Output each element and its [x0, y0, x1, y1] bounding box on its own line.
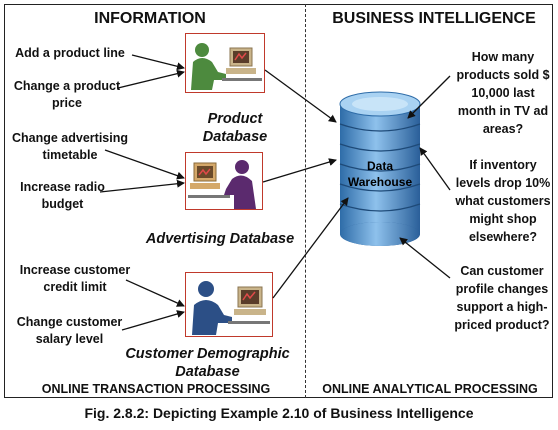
arrow-to-question-profile	[399, 237, 451, 279]
information-header: INFORMATION	[94, 10, 206, 27]
arrow-increase-credit	[125, 279, 185, 307]
diagram-frame	[4, 4, 553, 398]
customer-demographic-database-label: Customer Demographic Database	[125, 346, 290, 380]
advertising-database-picture	[185, 152, 263, 210]
arrow-to-question-inventory	[419, 147, 451, 191]
advertising-database-label: Advertising Database	[145, 231, 295, 247]
action-change-advertising-timetable: Change advertising timetable	[12, 131, 128, 162]
action-increase-radio-budget: Increase radio budget	[20, 180, 105, 211]
action-change-customer-salary: Change customer salary level	[16, 315, 123, 346]
arrow-change-salary	[121, 310, 185, 331]
figure-caption: Fig. 2.8.2: Depicting Example 2.10 of Bu…	[84, 405, 474, 421]
arrow-add-product-line	[131, 54, 185, 71]
customer-demographic-picture	[185, 272, 273, 337]
warehouse-label-line2: Warehouse	[348, 175, 413, 189]
question-products-sold: How many products sold $ 10,000 last mon…	[456, 50, 550, 136]
action-increase-customer-credit: Increase customer credit limit	[19, 263, 131, 294]
olap-footer: ONLINE ANALYTICAL PROCESSING	[322, 382, 538, 396]
data-warehouse-cylinder: Data Warehouse	[339, 91, 421, 246]
product-database-label: Product Database	[202, 111, 268, 145]
product-database-picture	[185, 33, 265, 93]
business-intelligence-header: BUSINESS INTELLIGENCE	[332, 10, 536, 27]
arrow-change-product-price	[117, 69, 185, 89]
arrow-to-question-products	[407, 75, 451, 119]
question-inventory-drop: If inventory levels drop 10% what custom…	[455, 158, 551, 244]
warehouse-label-line1: Data	[367, 159, 393, 173]
question-customer-profile: Can customer profile changes support a h…	[454, 264, 550, 332]
arrow-customer-to-warehouse	[272, 197, 349, 299]
arrow-increase-radio	[99, 179, 185, 193]
center-divider	[305, 4, 306, 398]
action-change-product-price: Change a product price	[13, 79, 121, 110]
arrow-advertising-to-warehouse	[262, 158, 337, 183]
oltp-footer: ONLINE TRANSACTION PROCESSING	[41, 382, 271, 396]
arrow-product-to-warehouse	[264, 69, 337, 123]
action-add-product-line: Add a product line	[15, 46, 125, 60]
arrow-change-advertising	[104, 149, 185, 180]
